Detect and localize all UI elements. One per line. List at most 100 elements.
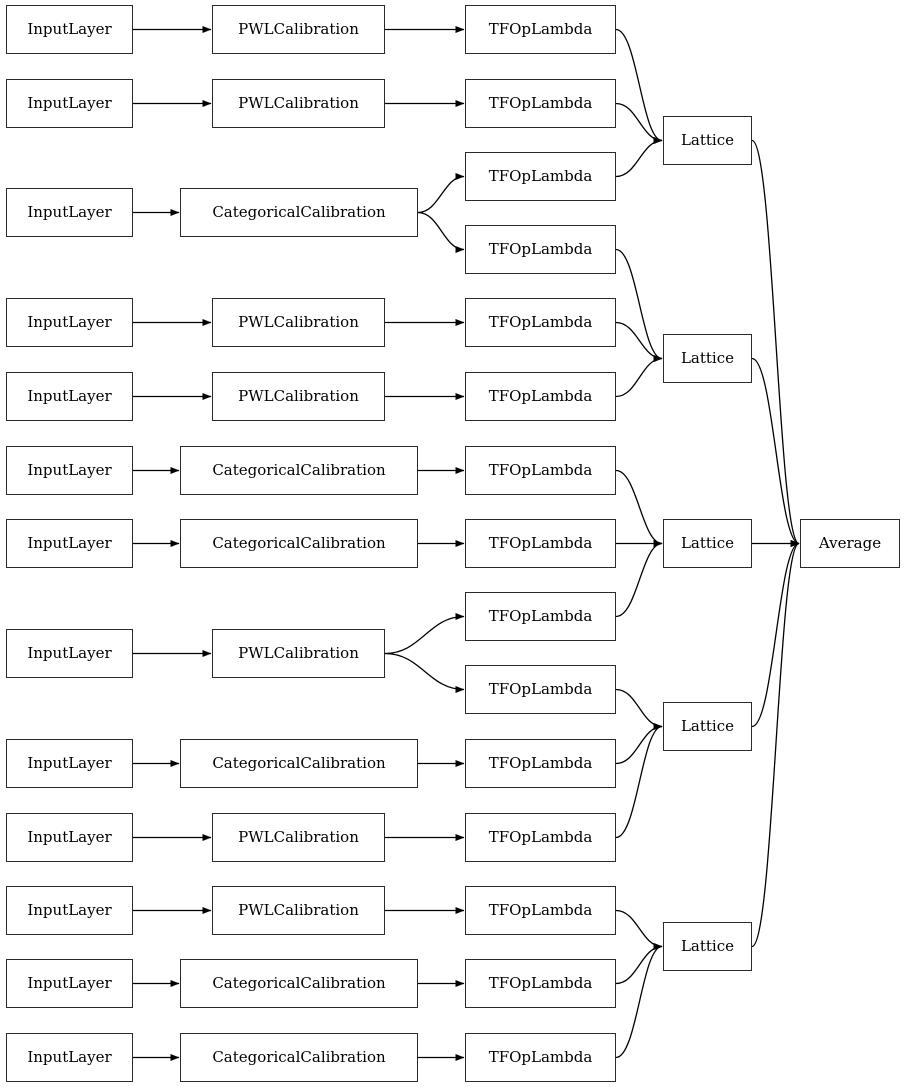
graph-edge — [615, 137, 663, 178]
node-tfoplambda[interactable]: TFOpLambda — [465, 739, 616, 788]
node-lattice[interactable]: Lattice — [663, 116, 752, 165]
graph-edge — [384, 613, 465, 655]
node-label: PWLCalibration — [238, 313, 359, 331]
node-label: InputLayer — [27, 754, 112, 772]
graph-edge — [615, 943, 663, 985]
node-label: InputLayer — [27, 387, 112, 405]
node-label: TFOpLambda — [488, 534, 593, 552]
node-input-layer[interactable]: InputLayer — [6, 298, 133, 347]
graph-edge — [615, 469, 663, 547]
node-average[interactable]: Average — [800, 519, 900, 568]
node-tfoplambda[interactable]: TFOpLambda — [465, 1033, 616, 1082]
graph-edge — [615, 28, 663, 144]
node-tfoplambda[interactable]: TFOpLambda — [465, 225, 616, 274]
node-label: InputLayer — [27, 828, 112, 846]
node-label: TFOpLambda — [488, 387, 593, 405]
node-pwl-calibration[interactable]: PWLCalibration — [212, 372, 385, 421]
node-label: TFOpLambda — [488, 607, 593, 625]
node-categorical-calibration[interactable]: CategoricalCalibration — [180, 188, 418, 237]
node-tfoplambda[interactable]: TFOpLambda — [465, 79, 616, 128]
graph-edge — [615, 723, 663, 839]
node-categorical-calibration[interactable]: CategoricalCalibration — [180, 739, 418, 788]
graph-edge — [751, 357, 800, 547]
node-label: PWLCalibration — [238, 644, 359, 662]
node-tfoplambda[interactable]: TFOpLambda — [465, 813, 616, 862]
node-tfoplambda[interactable]: TFOpLambda — [465, 5, 616, 54]
node-label: PWLCalibration — [238, 387, 359, 405]
node-input-layer[interactable]: InputLayer — [6, 886, 133, 935]
node-label: CategoricalCalibration — [212, 534, 386, 552]
node-label: CategoricalCalibration — [212, 1048, 386, 1066]
node-label: Average — [818, 534, 882, 552]
node-label: Lattice — [680, 717, 735, 735]
node-tfoplambda[interactable]: TFOpLambda — [465, 446, 616, 495]
node-label: TFOpLambda — [488, 240, 593, 258]
node-input-layer[interactable]: InputLayer — [6, 813, 133, 862]
node-input-layer[interactable]: InputLayer — [6, 79, 133, 128]
node-categorical-calibration[interactable]: CategoricalCalibration — [180, 1033, 418, 1082]
node-categorical-calibration[interactable]: CategoricalCalibration — [180, 959, 418, 1008]
node-label: TFOpLambda — [488, 974, 593, 992]
node-label: TFOpLambda — [488, 461, 593, 479]
graph-edge — [615, 909, 663, 950]
graph-edge — [751, 540, 800, 948]
node-label: PWLCalibration — [238, 94, 359, 112]
node-categorical-calibration[interactable]: CategoricalCalibration — [180, 519, 418, 568]
node-input-layer[interactable]: InputLayer — [6, 519, 133, 568]
node-input-layer[interactable]: InputLayer — [6, 446, 133, 495]
node-tfoplambda[interactable]: TFOpLambda — [465, 592, 616, 641]
node-label: Lattice — [680, 131, 735, 149]
node-lattice[interactable]: Lattice — [663, 702, 752, 751]
node-label: TFOpLambda — [488, 167, 593, 185]
node-tfoplambda[interactable]: TFOpLambda — [465, 959, 616, 1008]
node-label: TFOpLambda — [488, 1048, 593, 1066]
node-input-layer[interactable]: InputLayer — [6, 739, 133, 788]
graph-edge — [615, 355, 663, 398]
node-input-layer[interactable]: InputLayer — [6, 629, 133, 678]
graph-edge — [615, 723, 663, 765]
node-pwl-calibration[interactable]: PWLCalibration — [212, 629, 385, 678]
node-tfoplambda[interactable]: TFOpLambda — [465, 519, 616, 568]
node-input-layer[interactable]: InputLayer — [6, 5, 133, 54]
node-label: CategoricalCalibration — [212, 203, 386, 221]
node-pwl-calibration[interactable]: PWLCalibration — [212, 5, 385, 54]
node-pwl-calibration[interactable]: PWLCalibration — [212, 298, 385, 347]
node-tfoplambda[interactable]: TFOpLambda — [465, 886, 616, 935]
node-lattice[interactable]: Lattice — [663, 922, 752, 971]
node-label: CategoricalCalibration — [212, 754, 386, 772]
graph-edge — [417, 211, 465, 253]
node-label: Lattice — [680, 534, 735, 552]
node-categorical-calibration[interactable]: CategoricalCalibration — [180, 446, 418, 495]
node-tfoplambda[interactable]: TFOpLambda — [465, 298, 616, 347]
node-lattice[interactable]: Lattice — [663, 334, 752, 383]
node-label: InputLayer — [27, 313, 112, 331]
node-tfoplambda[interactable]: TFOpLambda — [465, 152, 616, 201]
node-label: TFOpLambda — [488, 313, 593, 331]
node-input-layer[interactable]: InputLayer — [6, 372, 133, 421]
node-label: TFOpLambda — [488, 94, 593, 112]
node-tfoplambda[interactable]: TFOpLambda — [465, 665, 616, 714]
node-label: CategoricalCalibration — [212, 974, 386, 992]
graph-edge — [615, 248, 663, 362]
graph-edge — [615, 540, 663, 618]
graph-edge — [615, 321, 663, 362]
node-label: InputLayer — [27, 1048, 112, 1066]
node-lattice[interactable]: Lattice — [663, 519, 752, 568]
node-label: TFOpLambda — [488, 680, 593, 698]
graph-edge — [751, 540, 800, 728]
node-label: InputLayer — [27, 534, 112, 552]
node-label: Lattice — [680, 349, 735, 367]
node-pwl-calibration[interactable]: PWLCalibration — [212, 79, 385, 128]
node-pwl-calibration[interactable]: PWLCalibration — [212, 813, 385, 862]
graph-edge — [615, 102, 663, 144]
graph-edge — [751, 139, 800, 547]
node-input-layer[interactable]: InputLayer — [6, 188, 133, 237]
node-input-layer[interactable]: InputLayer — [6, 1033, 133, 1082]
node-tfoplambda[interactable]: TFOpLambda — [465, 372, 616, 421]
node-input-layer[interactable]: InputLayer — [6, 959, 133, 1008]
graph-edge — [417, 173, 465, 214]
node-pwl-calibration[interactable]: PWLCalibration — [212, 886, 385, 935]
node-label: TFOpLambda — [488, 20, 593, 38]
node-label: InputLayer — [27, 203, 112, 221]
